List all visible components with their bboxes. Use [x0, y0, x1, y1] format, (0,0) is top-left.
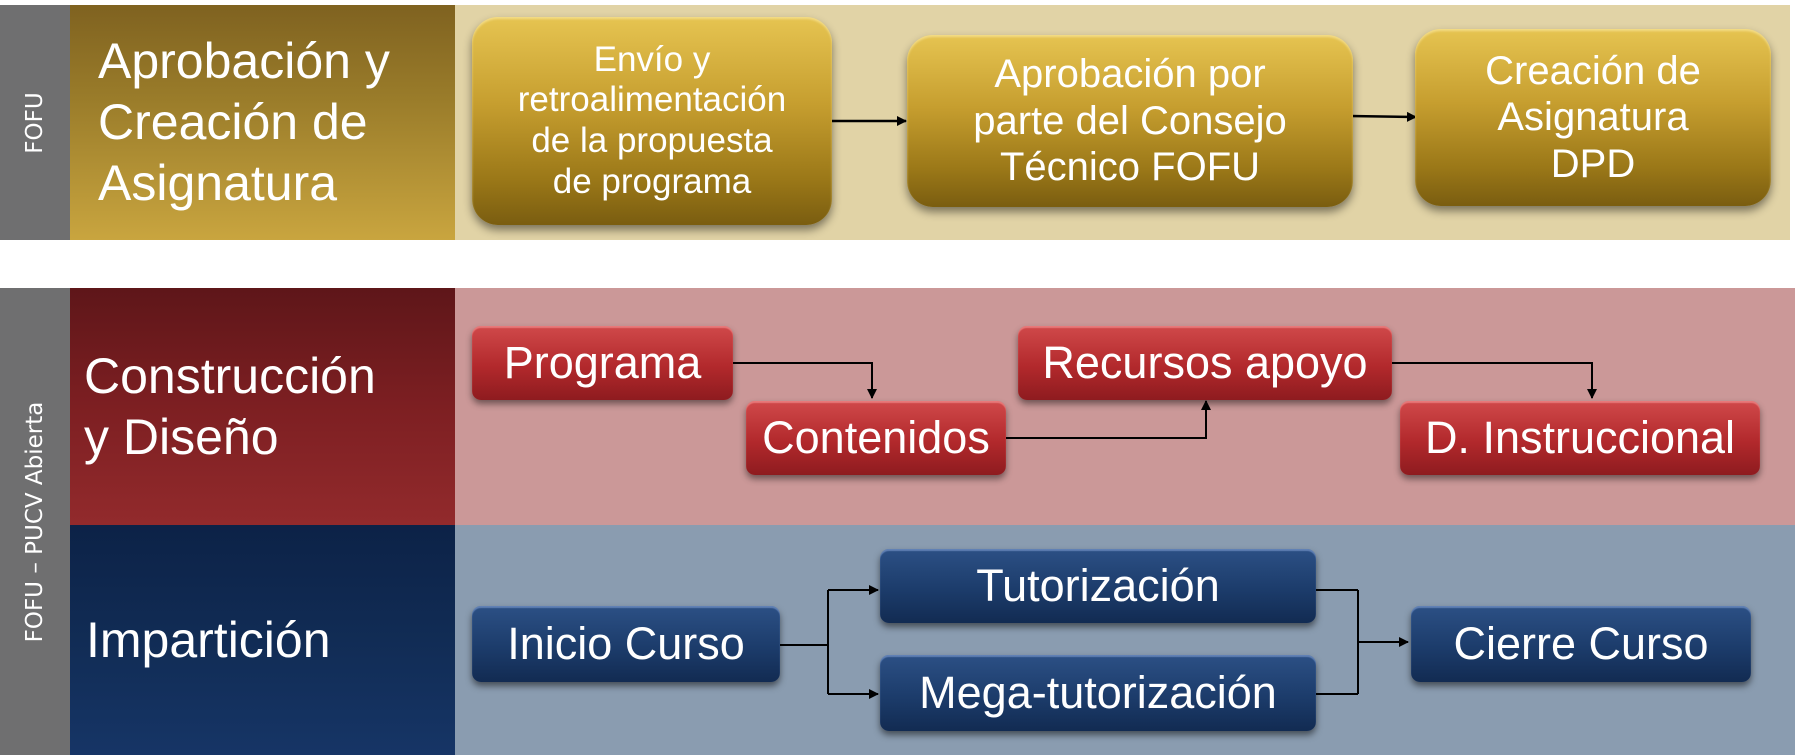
phase-imparticion: Impartición: [70, 525, 455, 755]
step-inicio-curso: Inicio Curso: [472, 606, 780, 682]
arrow-programa-to-contenidos: [733, 362, 877, 399]
side-label-fofu-pucv: FOFU – PUCV Abierta: [0, 288, 70, 755]
step-tutorizacion: Tutorización: [880, 549, 1316, 623]
step-envio-retroalimentacion: Envío y retroalimentación de la propuest…: [472, 17, 832, 225]
phase-aprobacion: Aprobación y Creación de Asignatura: [70, 5, 455, 240]
step-creacion-asignatura: Creación de Asignatura DPD: [1415, 29, 1771, 206]
step-mega-tutorizacion: Mega-tutorización: [880, 655, 1316, 731]
arrow-recursos-to-instruccional: [1392, 362, 1597, 399]
arrow-contenidos-to-recursos: [1006, 400, 1211, 439]
phase-construccion: Construcción y Diseño: [70, 288, 455, 525]
step-contenidos: Contenidos: [746, 401, 1006, 475]
step-aprobacion-consejo: Aprobación por parte del Consejo Técnico…: [907, 35, 1353, 207]
step-cierre-curso: Cierre Curso: [1411, 606, 1751, 682]
phase-imparticion-label: Impartición: [86, 611, 331, 668]
step-d-instruccional: D. Instruccional: [1400, 401, 1760, 475]
step-recursos-apoyo: Recursos apoyo: [1018, 326, 1392, 400]
side-label-fofu: FOFU: [0, 5, 70, 240]
step-programa: Programa: [472, 326, 733, 400]
phase-construccion-label: Construcción y Diseño: [84, 347, 376, 465]
arrow-aprobacion-to-creacion: [1349, 111, 1417, 122]
phase-aprobacion-label: Aprobación y Creación de Asignatura: [98, 33, 390, 211]
